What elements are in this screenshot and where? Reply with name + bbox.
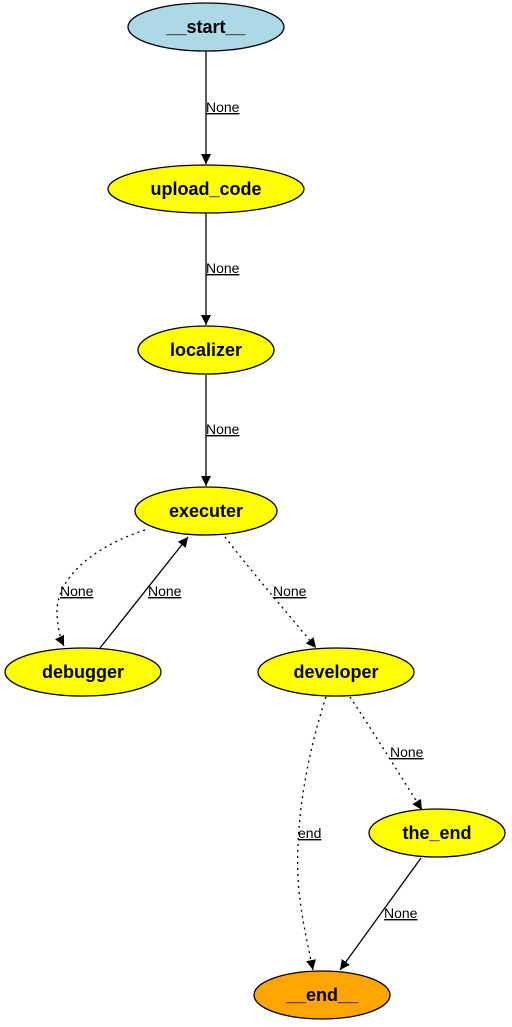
edge-developer-end: end: [296, 696, 327, 971]
node-label: __start__: [165, 17, 246, 37]
edge-executer-developer: None: [224, 536, 317, 649]
node-debugger-shape: [4, 647, 162, 697]
node-label: __end__: [285, 985, 359, 1005]
node-label: upload_code: [150, 179, 261, 199]
edge-developer-the_end: None: [349, 696, 424, 811]
edge-label: None: [60, 583, 94, 599]
node-end[interactable]: __end__: [253, 970, 391, 1020]
node-the_end[interactable]: the_end: [368, 808, 506, 858]
edge-label: None: [384, 905, 418, 921]
edge-executer-debugger: None: [55, 529, 146, 647]
edge-label: end: [298, 825, 321, 841]
edge-label: None: [148, 583, 182, 599]
node-developer[interactable]: developer: [257, 647, 415, 697]
edge-label: None: [273, 583, 307, 599]
node-upload_code[interactable]: upload_code: [107, 164, 305, 214]
edge-the_end-end: None: [339, 857, 422, 971]
node-end-shape: [253, 970, 391, 1020]
node-start[interactable]: __start__: [127, 2, 285, 52]
node-executer[interactable]: executer: [134, 486, 278, 536]
node-executer-shape: [134, 486, 278, 536]
edge-label: None: [390, 744, 424, 760]
edge-label: None: [206, 421, 240, 437]
node-start-shape: [127, 2, 285, 52]
node-the_end-shape: [368, 808, 506, 858]
node-upload_code-shape: [107, 164, 305, 214]
node-localizer[interactable]: localizer: [137, 325, 275, 375]
node-label: debugger: [42, 662, 124, 682]
node-label: executer: [169, 501, 243, 521]
edge-localizer-executer: None: [201, 375, 240, 486]
node-label: developer: [293, 662, 378, 682]
edge-debugger-executer: None: [99, 536, 189, 649]
node-developer-shape: [257, 647, 415, 697]
edge-upload_code-localizer: None: [201, 213, 240, 325]
edge-label: None: [206, 99, 240, 115]
node-debugger[interactable]: debugger: [4, 647, 162, 697]
node-label: the_end: [402, 823, 471, 843]
edge-start-upload_code: None: [201, 50, 240, 164]
edge-label: None: [206, 260, 240, 276]
node-localizer-shape: [137, 325, 275, 375]
node-label: localizer: [170, 340, 242, 360]
